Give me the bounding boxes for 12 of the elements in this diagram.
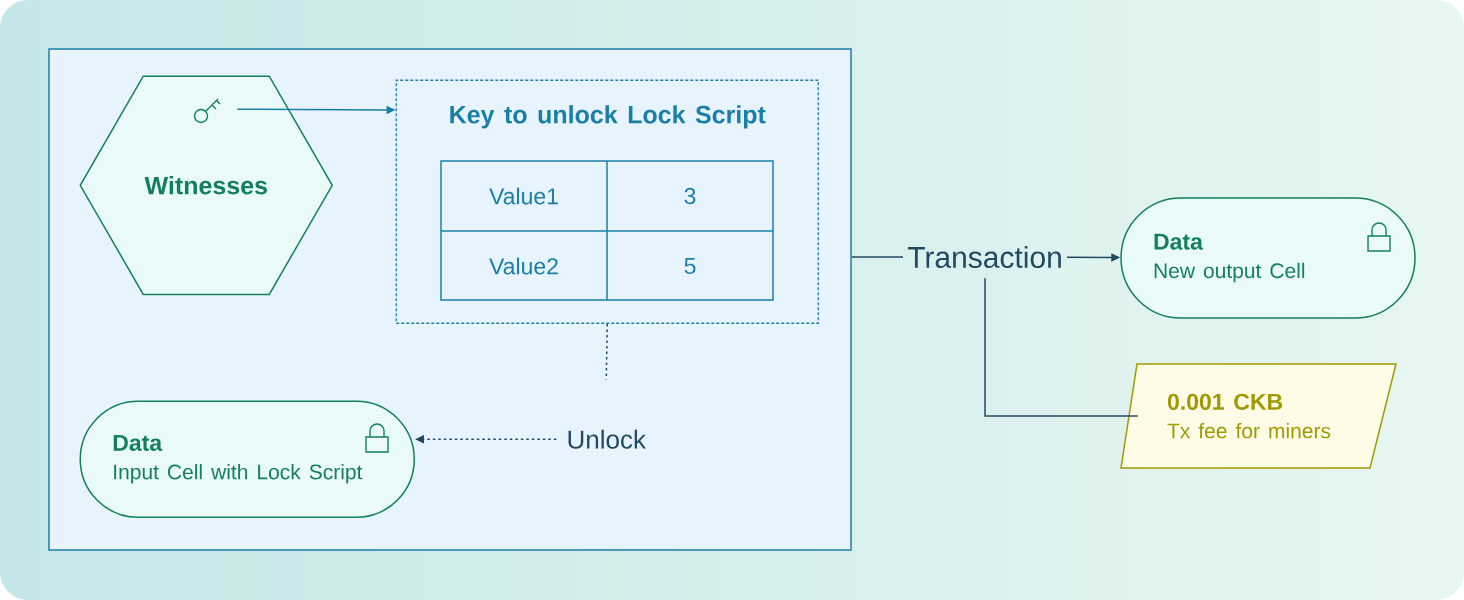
table-cell-text: 3 (684, 187, 696, 205)
connector-line (605, 323, 608, 381)
table-cell-text: Value1 (489, 187, 558, 205)
parallelogram: 0.001 CKB Tx fee for miners (1120, 363, 1397, 469)
text-label: Unlock (568, 429, 646, 449)
connector-line (851, 256, 904, 258)
text-label: Transaction (907, 246, 1061, 269)
table-cell-text: 5 (684, 258, 696, 274)
table-cell-text: Value2 (489, 257, 558, 275)
connector-line (984, 277, 1139, 417)
pill-box: Data Input Cell with Lock Script (79, 400, 415, 518)
pill-box: Data New output Cell (1120, 197, 1416, 319)
